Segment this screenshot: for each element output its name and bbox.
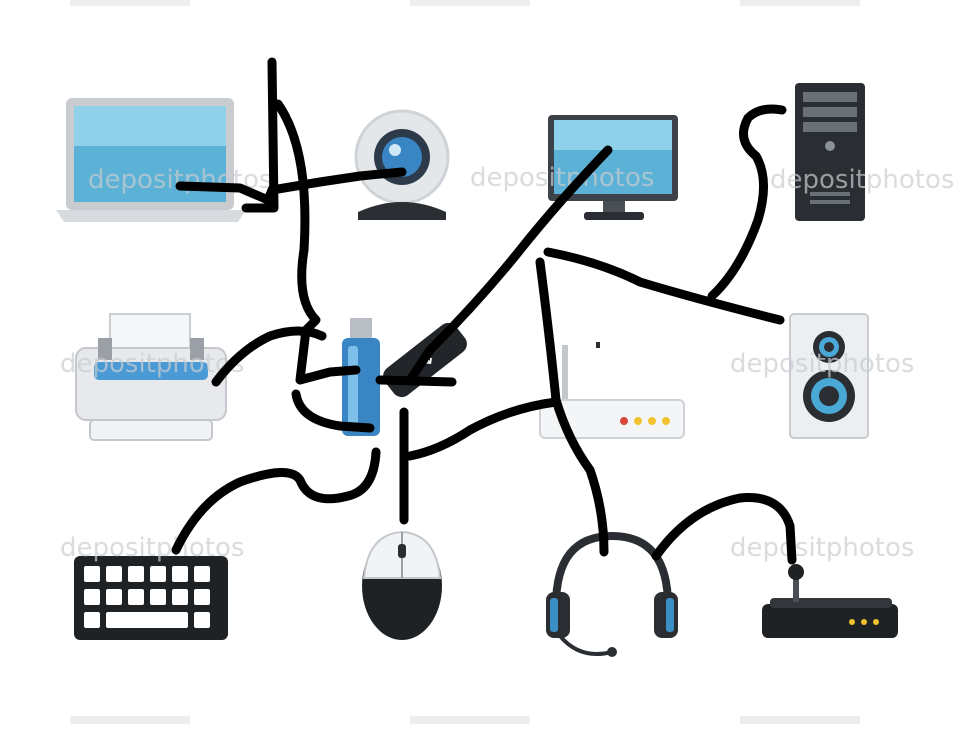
webcam-icon bbox=[354, 109, 450, 220]
cable-hub-bar bbox=[375, 375, 457, 387]
headset-icon bbox=[546, 531, 678, 657]
router-icon bbox=[539, 342, 685, 439]
mouse-icon bbox=[362, 530, 442, 640]
watermark-text: depositphotos bbox=[60, 533, 244, 563]
watermark-text: depositphotos bbox=[730, 533, 914, 563]
watermark-text: depositphotos bbox=[730, 349, 914, 379]
cable-speaker bbox=[543, 247, 785, 325]
hand-drawn-cables bbox=[171, 57, 797, 565]
keyboard-icon bbox=[74, 556, 228, 640]
cable-hub-loop bbox=[291, 389, 375, 433]
cable-keyboard bbox=[171, 447, 381, 555]
cable-loop-left bbox=[273, 99, 361, 385]
cable-router-drop bbox=[535, 257, 609, 557]
watermarks: depositphotos depositphotos depositphoto… bbox=[60, 163, 954, 563]
cable-printer bbox=[211, 326, 327, 387]
cable-vertical-left bbox=[241, 57, 279, 213]
speaker-icon bbox=[789, 313, 869, 439]
usb-flash-drive-icon bbox=[342, 318, 380, 436]
monitor-icon bbox=[548, 115, 678, 220]
joystick-icon bbox=[762, 564, 898, 638]
cable-monitor bbox=[405, 145, 613, 385]
watermark-text: depositphotos bbox=[770, 165, 954, 195]
stock-tile-edges bbox=[70, 0, 860, 724]
cable-router-hub bbox=[405, 397, 561, 461]
cable-joystick bbox=[651, 493, 797, 565]
cable-tower bbox=[707, 104, 787, 301]
watermark-text: depositphotos bbox=[60, 349, 244, 379]
printer-icon bbox=[75, 313, 227, 441]
laptop-icon bbox=[56, 98, 246, 222]
watermark-text: depositphotos bbox=[470, 163, 654, 193]
tower-pc-icon bbox=[795, 83, 865, 221]
